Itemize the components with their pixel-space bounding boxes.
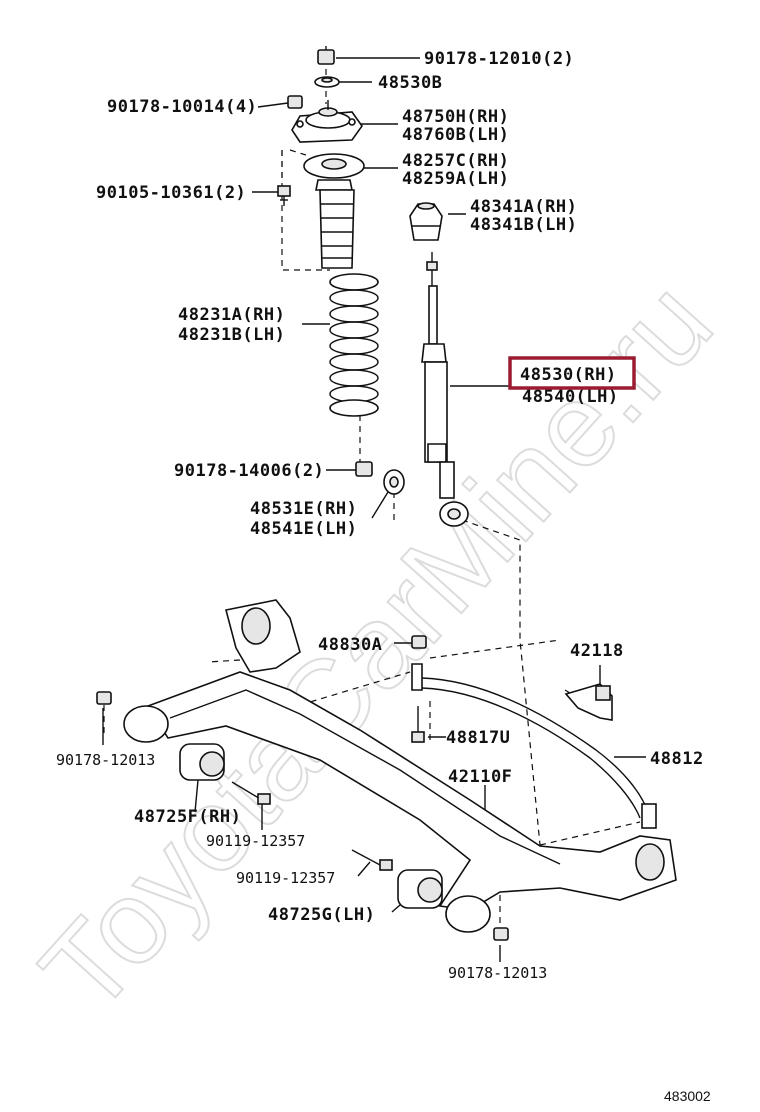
bump-stopper-icon [409,202,443,241]
rear-axle-beam-icon [123,599,677,933]
coil-spring-icon [329,273,379,417]
stabilizer-bar-icon [411,663,657,829]
shock-absorber-icon [421,252,469,527]
stab-nut-icon [411,635,427,649]
label-bolt-bush-1[interactable]: 90119-12357 [206,832,305,850]
bolt-bush-1-icon [231,781,271,805]
label-washer-top[interactable]: 48530B [378,73,442,93]
spring-seat-icon [303,153,365,191]
label-stabilizer[interactable]: 48812 [650,749,704,769]
label-retainer-rh[interactable]: 48531E(RH) [250,499,357,519]
nut-axle-right-icon [493,927,509,941]
bolt-support-icon [277,185,291,206]
leader-lines [102,57,646,962]
label-absorber-lh[interactable]: 48540(LH) [522,387,619,407]
label-support-lh[interactable]: 48760B(LH) [402,125,509,145]
label-nut-top[interactable]: 90178-12010(2) [424,49,574,69]
label-bolt-stab[interactable]: 48817U [446,728,510,748]
label-nut-axle-left[interactable]: 90178-12013 [56,751,155,769]
label-nut-stab[interactable]: 48830A [318,635,382,655]
label-support-rh[interactable]: 48750H(RH) [402,107,509,127]
nut-absorber-icon [355,461,373,477]
washer-icon [314,76,340,88]
dust-boot-icon [319,189,355,269]
label-bracket-stab[interactable]: 42118 [570,641,624,661]
label-bumper-lh[interactable]: 48341B(LH) [470,215,577,235]
label-bushing-lh[interactable]: 48725G(LH) [268,905,375,925]
label-absorber-rh[interactable]: 48530(RH) [520,365,617,385]
label-axle-beam[interactable]: 42110F [448,767,512,787]
bushing-lh-icon [397,869,443,909]
stab-bolt-icon [411,706,425,743]
label-bolt-bush-2[interactable]: 90119-12357 [236,869,335,887]
label-nut-axle-right[interactable]: 90178-12013 [448,964,547,982]
stab-bracket-icon [564,683,613,721]
label-seat-rh[interactable]: 48257C(RH) [402,151,509,171]
bolt-bush-2-icon [351,849,393,871]
label-bolt-support[interactable]: 90105-10361(2) [96,183,246,203]
label-retainer-lh[interactable]: 48541E(LH) [250,519,357,539]
retainer-icon [383,469,405,495]
assembly-dash-lines [103,58,641,930]
nut-top-icon [317,46,335,65]
label-spring-rh[interactable]: 48231A(RH) [178,305,285,325]
label-spring-lh[interactable]: 48231B(LH) [178,325,285,345]
label-seat-lh[interactable]: 48259A(LH) [402,169,509,189]
label-bumper-rh[interactable]: 48341A(RH) [470,197,577,217]
nut-axle-left-icon [96,691,112,705]
bushing-rh-icon [179,743,225,781]
nut-support-icon [287,95,303,109]
label-bushing-rh[interactable]: 48725F(RH) [134,807,241,827]
label-nut-absorber[interactable]: 90178-14006(2) [174,461,324,481]
diagram-code: 483002 [664,1088,711,1104]
shock-support-icon [291,100,363,143]
label-nut-support[interactable]: 90178-10014(4) [107,97,257,117]
highlight-box [508,356,636,390]
